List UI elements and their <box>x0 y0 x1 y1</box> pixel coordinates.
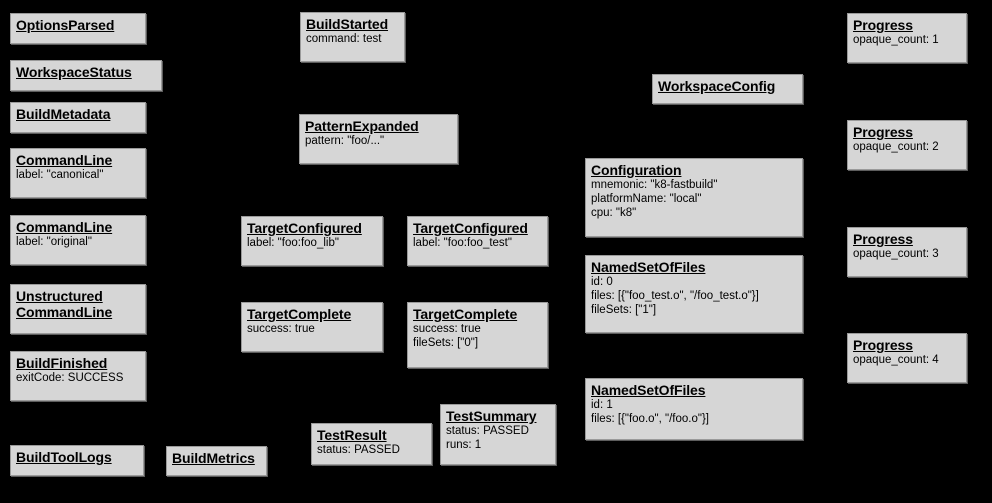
node-field: label: "canonical" <box>16 169 104 181</box>
node-field: opaque_count: 3 <box>853 248 939 260</box>
node-unstructured-command-line[interactable]: Unstructured CommandLine <box>10 284 146 334</box>
node-field: label: "original" <box>16 236 92 248</box>
node-title: TestSummary <box>446 408 537 424</box>
node-title: BuildFinished <box>16 355 108 371</box>
node-title: TargetConfigured <box>413 220 528 236</box>
node-title: Progress <box>853 17 913 33</box>
node-title: TargetConfigured <box>247 220 362 236</box>
node-field: fileSets: ["1"] <box>591 304 657 316</box>
node-title: Progress <box>853 337 913 353</box>
node-title: TargetComplete <box>247 306 352 322</box>
node-title: TestResult <box>317 427 387 443</box>
node-title: WorkspaceConfig <box>658 78 776 94</box>
node-build-metadata[interactable]: BuildMetadata <box>10 102 146 133</box>
node-title: Configuration <box>591 162 682 178</box>
node-field: cpu: "k8" <box>591 207 637 219</box>
node-field: label: "foo:foo_lib" <box>247 237 339 249</box>
node-field: command: test <box>306 33 382 45</box>
node-workspace-status[interactable]: WorkspaceStatus <box>10 60 162 91</box>
node-title: Progress <box>853 231 913 247</box>
node-field: platformName: "local" <box>591 193 702 205</box>
node-field: id: 1 <box>591 399 613 411</box>
node-title: TargetComplete <box>413 306 518 322</box>
node-field: opaque_count: 4 <box>853 354 939 366</box>
node-title: CommandLine <box>16 152 113 168</box>
node-title: BuildMetadata <box>16 106 111 122</box>
node-title: WorkspaceStatus <box>16 64 132 80</box>
node-field: runs: 1 <box>446 439 482 451</box>
node-title: CommandLine <box>16 219 113 235</box>
node-title: Progress <box>853 124 913 140</box>
node-field: opaque_count: 2 <box>853 141 939 153</box>
node-field: success: true <box>413 323 481 335</box>
node-build-tool-logs[interactable]: BuildToolLogs <box>10 445 144 476</box>
node-title: OptionsParsed <box>16 17 115 33</box>
node-field: fileSets: ["0"] <box>413 337 479 349</box>
node-field: label: "foo:foo_test" <box>413 237 512 249</box>
node-field: files: [{"foo_test.o", "/foo_test.o"}] <box>591 290 759 302</box>
node-field: status: PASSED <box>317 444 400 456</box>
node-field: mnemonic: "k8-fastbuild" <box>591 179 718 191</box>
node-field: success: true <box>247 323 315 335</box>
node-field: pattern: "foo/..." <box>305 135 385 147</box>
node-field: exitCode: SUCCESS <box>16 372 124 384</box>
node-title: PatternExpanded <box>305 118 419 134</box>
node-build-metrics[interactable]: BuildMetrics <box>166 446 267 476</box>
node-field: opaque_count: 1 <box>853 34 939 46</box>
node-title: NamedSetOfFiles <box>591 259 706 275</box>
node-title: BuildMetrics <box>172 450 255 466</box>
node-title: BuildToolLogs <box>16 449 112 465</box>
node-title: BuildStarted <box>306 16 389 32</box>
node-field: id: 0 <box>591 276 613 288</box>
node-title: Unstructured CommandLine <box>16 288 113 320</box>
node-field: status: PASSED <box>446 425 529 437</box>
node-options-parsed[interactable]: OptionsParsed <box>10 13 146 44</box>
node-workspace-config[interactable]: WorkspaceConfig <box>652 74 803 104</box>
node-title: NamedSetOfFiles <box>591 382 706 398</box>
node-field: files: [{"foo.o", "/foo.o"}] <box>591 413 709 425</box>
